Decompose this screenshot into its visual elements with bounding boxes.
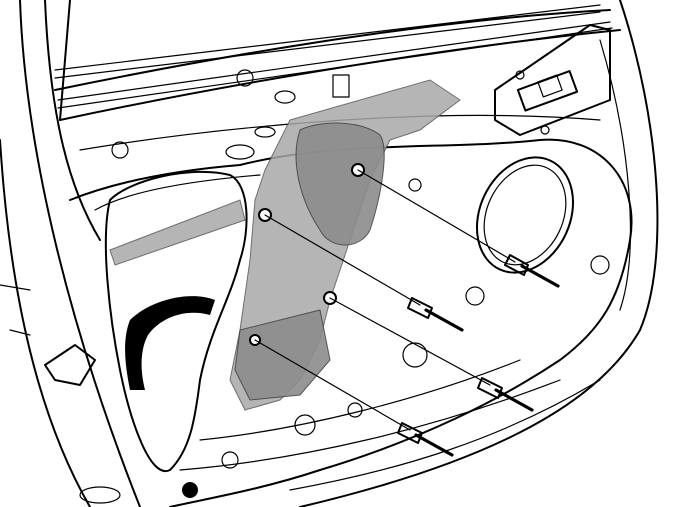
bolt-1 [504, 254, 560, 288]
bolt-3 [477, 377, 534, 412]
bolt-2 [407, 297, 464, 332]
door-frame [0, 0, 659, 507]
fastener-leaders [254, 169, 516, 431]
handle-bezel [494, 24, 611, 136]
access-opening-left [104, 170, 248, 473]
bolt-4 [397, 422, 454, 457]
window-channel [54, 4, 613, 109]
window-regulator [109, 79, 461, 411]
panel-holes [44, 69, 610, 504]
seal-strip [125, 296, 215, 390]
speaker-opening [475, 156, 575, 274]
lower-contours [0, 284, 601, 491]
